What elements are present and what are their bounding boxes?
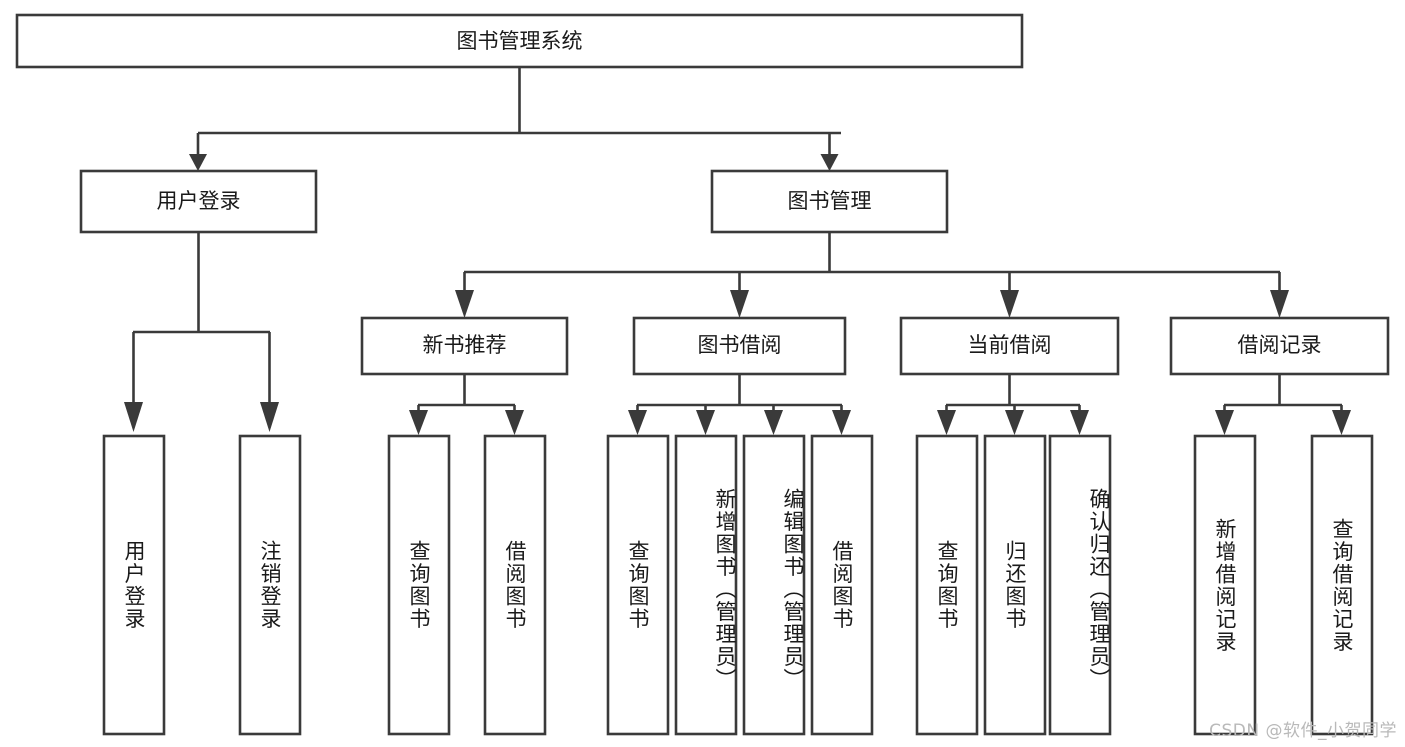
node-new-book-recommend[interactable]: 新书推荐 [360,316,569,376]
node-book-manage[interactable]: 图书管理 [710,169,949,234]
arrow-head-leaf-user-login [124,402,143,432]
leaf-add-record-box[interactable] [1193,434,1257,736]
leaf-borrow-book-1-box[interactable] [483,434,547,736]
arrow-head-leaf-add-book [696,410,715,435]
arrow-head-leaf-borrow-book-2 [832,410,851,435]
arrow-head-leaf-edit-book [764,410,783,435]
node-root-box[interactable] [15,13,1024,69]
node-book-borrow-label: 图书借阅 [698,333,782,357]
arrow-head-leaf-query-book-1 [409,410,428,435]
node-current-borrow-label: 当前借阅 [968,333,1052,357]
leaf-confirm-return-box[interactable] [1048,434,1112,736]
leaf-query-book-1-box[interactable] [387,434,451,736]
node-root-label: 图书管理系统 [457,29,583,53]
leaf-query-book-3-box[interactable] [915,434,979,736]
node-current-borrow-box[interactable] [899,316,1120,376]
arrow-head-leaf-query-book-3 [937,410,956,435]
node-book-manage-box[interactable] [710,169,949,234]
node-book-borrow[interactable]: 图书借阅 [632,316,847,376]
leaf-add-book-box[interactable] [674,434,738,736]
node-user-login-box[interactable] [79,169,318,234]
leaf-return-book-box[interactable] [983,434,1047,736]
leaf-box-layer [102,434,1374,736]
arrow-head-leaf-query-book-2 [628,410,647,435]
arrow-head-current-borrow [1000,290,1019,318]
node-user-login-label: 用户登录 [157,189,241,213]
arrow-head-leaf-borrow-book-1 [505,410,524,435]
arrow-head-user-login [189,154,207,171]
node-book-manage-label: 图书管理 [788,189,872,213]
arrow-head-new-book-recommend [455,290,474,318]
node-user-login[interactable]: 用户登录 [79,169,318,234]
node-new-book-recommend-label: 新书推荐 [423,333,507,357]
arrow-head-leaf-return-book [1005,410,1024,435]
node-borrow-record-label: 借阅记录 [1238,333,1322,357]
leaf-logout-login-box[interactable] [238,434,302,736]
node-borrow-record-box[interactable] [1169,316,1390,376]
arrow-head-leaf-confirm-return [1070,410,1089,435]
leaf-edit-book-box[interactable] [742,434,806,736]
leaf-query-record-box[interactable] [1310,434,1374,736]
node-borrow-record[interactable]: 借阅记录 [1169,316,1390,376]
node-new-book-recommend-box[interactable] [360,316,569,376]
connector-layer [124,67,1351,435]
node-root[interactable]: 图书管理系统 [15,13,1024,69]
arrow-head-book-borrow [730,290,749,318]
csdn-watermark: CSDN @软件_小贺同学 [1209,721,1397,741]
leaf-user-login-box[interactable] [102,434,166,736]
arrow-head-borrow-record [1270,290,1289,318]
arrow-head-leaf-add-record [1215,410,1234,435]
arrow-head-leaf-logout-login [260,402,279,432]
leaf-query-book-2-box[interactable] [606,434,670,736]
node-book-borrow-box[interactable] [632,316,847,376]
leaf-borrow-book-2-box[interactable] [810,434,874,736]
node-current-borrow[interactable]: 当前借阅 [899,316,1120,376]
arrow-head-leaf-query-record [1332,410,1351,435]
arrow-head-book-manage [820,154,839,171]
